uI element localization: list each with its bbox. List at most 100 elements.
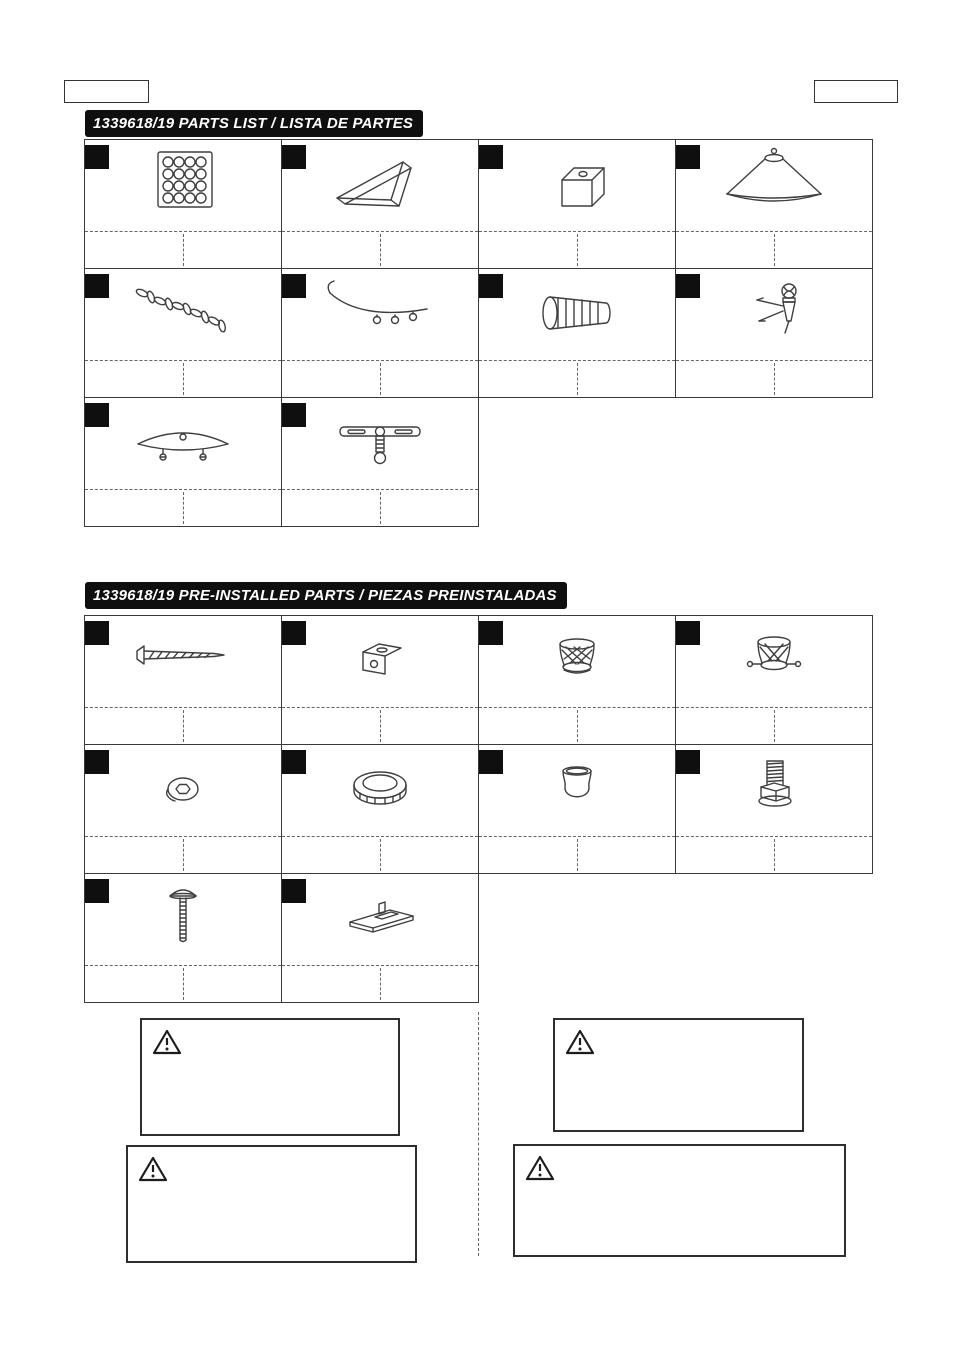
part-cell <box>281 139 479 269</box>
part-label-square <box>676 274 700 298</box>
part-cell <box>281 397 479 527</box>
label-divider <box>774 363 775 395</box>
part-illustration <box>282 140 478 232</box>
socket-cup-screws-icon <box>746 635 802 670</box>
part-name-qty-area <box>282 490 478 526</box>
part-cell <box>84 139 282 269</box>
label-divider <box>380 234 381 266</box>
bracket-clip-icon <box>362 642 402 675</box>
part-illustration <box>85 269 281 361</box>
part-illustration <box>282 616 478 708</box>
warning-box <box>553 1018 804 1132</box>
parts-list-header: 1339618/19 PARTS LIST / LISTA DE PARTES <box>85 110 424 137</box>
part-label-square <box>282 145 306 169</box>
hex-bolt-icon <box>758 759 792 807</box>
label-divider <box>577 710 578 742</box>
label-divider <box>774 839 775 871</box>
label-divider <box>183 363 184 395</box>
part-cell <box>281 268 479 398</box>
triangular-shade-icon <box>336 160 412 207</box>
part-name-qty-area <box>676 232 872 268</box>
part-name-qty-area <box>85 966 281 1002</box>
cube-socket-icon <box>561 166 605 207</box>
part-label-square <box>282 403 306 427</box>
part-illustration <box>479 745 675 837</box>
part-cell <box>675 139 873 269</box>
part-name-qty-area <box>85 708 281 744</box>
part-cell <box>281 615 479 745</box>
part-illustration <box>85 616 281 708</box>
grid-row <box>84 139 873 269</box>
label-divider <box>183 710 184 742</box>
lock-nut-icon <box>165 776 199 802</box>
warning-column-divider <box>478 1012 479 1256</box>
part-label-square <box>282 750 306 774</box>
part-label-square <box>85 621 109 645</box>
part-cell <box>281 744 479 874</box>
label-divider <box>380 839 381 871</box>
label-divider <box>774 710 775 742</box>
part-label-square <box>85 750 109 774</box>
part-illustration <box>85 398 281 490</box>
cone-shade-icon <box>726 147 822 202</box>
part-name-qty-area <box>85 361 281 397</box>
part-illustration <box>85 745 281 837</box>
mounting-crossbar-icon <box>339 425 421 464</box>
part-illustration <box>282 745 478 837</box>
hanger-bar-icon <box>327 279 428 324</box>
part-label-square <box>479 145 503 169</box>
socket-cup-icon <box>559 637 595 674</box>
label-divider <box>183 839 184 871</box>
label-divider <box>577 234 578 266</box>
warning-triangle-icon <box>152 1028 182 1061</box>
part-name-qty-area <box>479 708 675 744</box>
part-cell <box>675 615 873 745</box>
preinstalled-header: 1339618/19 PRE-INSTALLED PARTS / PIEZAS … <box>85 582 567 609</box>
grid-row <box>84 873 873 1003</box>
part-illustration <box>479 616 675 708</box>
part-name-qty-area <box>282 966 478 1002</box>
part-name-qty-area <box>479 361 675 397</box>
label-divider <box>380 968 381 1000</box>
part-cell <box>478 744 676 874</box>
label-divider <box>380 492 381 524</box>
grid-row <box>84 268 873 398</box>
warning-box <box>140 1018 400 1136</box>
part-label-square <box>282 274 306 298</box>
wood-screw-icon <box>136 644 225 665</box>
grid-row <box>84 615 873 745</box>
part-label-square <box>676 750 700 774</box>
chain-icon <box>135 288 226 333</box>
preinstalled-grid <box>84 615 873 1003</box>
part-illustration <box>676 745 872 837</box>
part-name-qty-area <box>282 708 478 744</box>
part-cell <box>675 744 873 874</box>
part-cell <box>84 268 282 398</box>
part-name-qty-area <box>282 232 478 268</box>
part-name-qty-area <box>676 708 872 744</box>
page-corner-box-left <box>64 80 149 103</box>
collar-ring-icon <box>353 770 407 805</box>
ceiling-canopy-icon <box>137 431 229 461</box>
part-name-qty-area <box>479 837 675 873</box>
part-name-qty-area <box>676 361 872 397</box>
part-cell <box>84 873 282 1003</box>
part-label-square <box>85 879 109 903</box>
part-label-square <box>479 621 503 645</box>
label-divider <box>577 363 578 395</box>
part-cell <box>675 268 873 398</box>
part-label-square <box>479 750 503 774</box>
part-illustration <box>282 874 478 966</box>
warning-box <box>513 1144 846 1257</box>
parts-list-grid <box>84 139 873 527</box>
warning-triangle-icon <box>138 1155 168 1188</box>
part-illustration <box>676 140 872 232</box>
part-name-qty-area <box>282 837 478 873</box>
carriage-bolt-icon <box>169 888 197 942</box>
warning-box <box>126 1145 417 1263</box>
part-label-square <box>282 621 306 645</box>
part-cell <box>478 139 676 269</box>
label-divider <box>183 234 184 266</box>
part-name-qty-area <box>85 232 281 268</box>
glass-holder-icon <box>562 765 592 797</box>
